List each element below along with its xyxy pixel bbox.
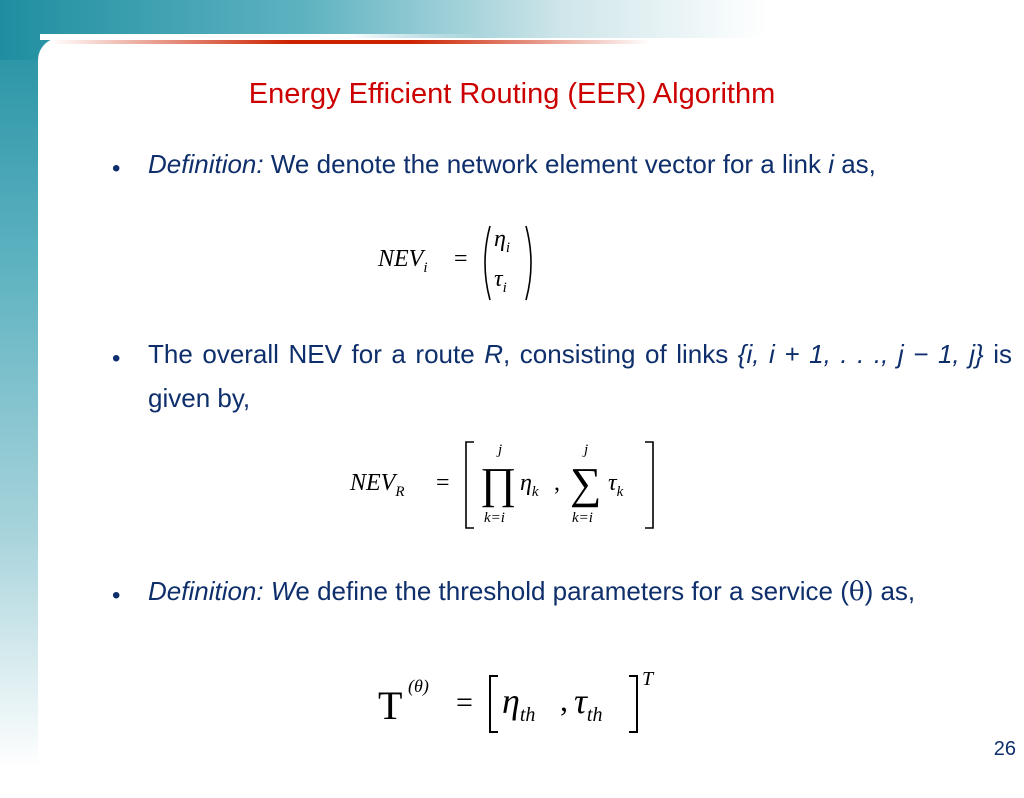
bullet-marker-3: •: [112, 582, 121, 609]
bullet-3-lead: Definition: W: [148, 576, 296, 606]
bullet-1-text: We denote the network element vector for…: [263, 149, 829, 179]
bullet-2-var: R: [484, 339, 504, 369]
bullet-text-1: Definition: We denote the network elemen…: [148, 142, 1012, 186]
bullet-2-mid: , consisting of links: [503, 339, 738, 369]
left-accent-stripe: [46, 48, 52, 608]
red-accent-line: [50, 40, 650, 44]
bullet-1-tail: as,: [834, 149, 876, 179]
equation-threshold: T (θ) = ηth , τth T: [378, 668, 668, 738]
bullet-3-text: e define the threshold parameters for a …: [295, 576, 849, 606]
bullet-text-3: Definition: We define the threshold para…: [148, 569, 1012, 614]
bullet-2-set: {i, i + 1, . . ., j − 1, j}: [737, 339, 984, 369]
bullet-1-lead: Definition:: [148, 149, 264, 179]
equation-nev-r: NEVR = j ∏ k=i ηk , j ∑ k=i τk: [350, 440, 660, 535]
bullet-2-text: The overall NEV for a route: [148, 339, 485, 369]
bullet-2-tail: is given by,: [148, 339, 1013, 413]
bullet-1-var: i: [828, 149, 834, 179]
vector-parentheses: [484, 225, 532, 301]
threshold-brackets: [489, 675, 638, 733]
bullet-marker-1: •: [112, 155, 121, 182]
vector-brackets: [465, 441, 654, 529]
content-panel: [38, 38, 1024, 798]
equation-nev-i: NEVi = ηi τi: [378, 222, 538, 302]
page-number: 26: [993, 738, 1016, 760]
bullet-marker-2: •: [112, 345, 121, 372]
bullet-3-tail: ) as,: [864, 576, 916, 606]
white-accent-line: [40, 34, 480, 40]
bullet-text-2: The overall NEV for a route R, consistin…: [148, 332, 1012, 420]
bullet-3-theta: θ: [848, 577, 865, 607]
slide-title: Energy Efficient Routing (EER) Algorithm: [248, 78, 776, 110]
